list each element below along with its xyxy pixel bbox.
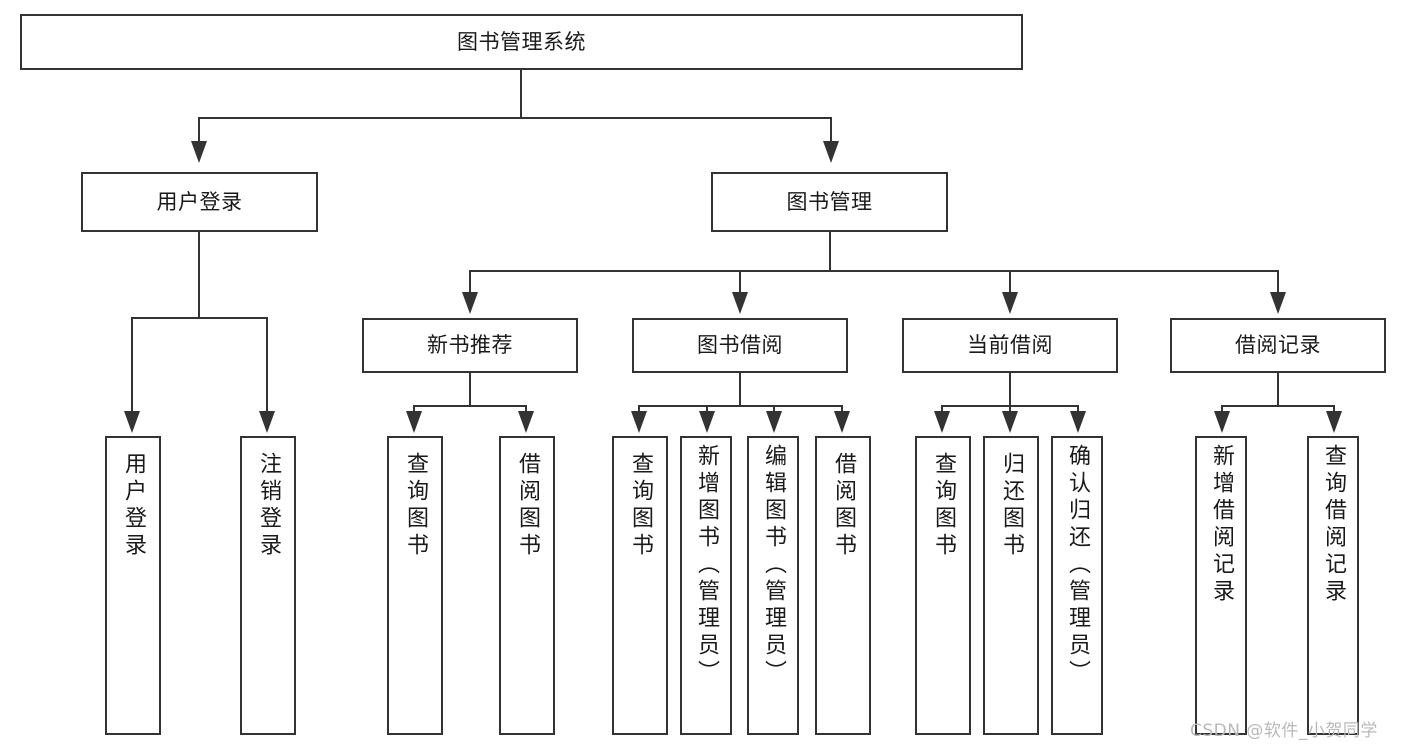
connector-bb-drop-2 bbox=[706, 405, 708, 413]
leaf-label: 查询图书 bbox=[931, 452, 956, 560]
leaf-label: 借阅图书 bbox=[831, 452, 856, 560]
connector-br-drop-1 bbox=[1221, 405, 1223, 413]
connector-book-borrow-stem bbox=[739, 373, 741, 406]
arrowhead-leaf-user-login bbox=[124, 411, 140, 433]
node-label: 图书借阅 bbox=[697, 333, 783, 358]
leaf-add-book[interactable]: 新增图书（管理员） bbox=[680, 436, 732, 735]
leaf-label: 新增图书（管理员） bbox=[694, 444, 719, 687]
leaf-label: 注销登录 bbox=[256, 452, 281, 560]
connector-book-management-bar bbox=[469, 270, 1279, 272]
leaf-label: 用户登录 bbox=[121, 452, 146, 560]
connector-new-book-left-drop bbox=[413, 405, 415, 413]
node-label: 图书管理系统 bbox=[457, 29, 586, 54]
node-book-management[interactable]: 图书管理 bbox=[711, 172, 948, 232]
leaf-label: 编辑图书（管理员） bbox=[761, 444, 786, 687]
arrowhead-new-book-recommend bbox=[462, 292, 478, 314]
leaf-label: 借阅图书 bbox=[515, 452, 540, 560]
arrowhead-leaf-query-book-2 bbox=[631, 411, 647, 433]
connector-user-login-left-drop bbox=[131, 317, 133, 413]
connector-user-login-right-drop bbox=[266, 317, 268, 413]
arrowhead-leaf-borrow-book-1 bbox=[518, 411, 534, 433]
node-borrow-record[interactable]: 借阅记录 bbox=[1170, 318, 1386, 373]
connector-bm-to-borrow-record bbox=[1277, 270, 1279, 294]
leaf-logout-login[interactable]: 注销登录 bbox=[240, 436, 296, 735]
arrowhead-leaf-edit-book bbox=[766, 411, 782, 433]
node-label: 新书推荐 bbox=[427, 333, 513, 358]
arrowhead-leaf-add-record bbox=[1214, 411, 1230, 433]
node-label: 借阅记录 bbox=[1235, 333, 1321, 358]
leaf-add-record[interactable]: 新增借阅记录 bbox=[1195, 436, 1247, 735]
arrowhead-borrow-record bbox=[1270, 292, 1286, 314]
connector-bm-to-new-book bbox=[469, 270, 471, 294]
leaf-edit-book[interactable]: 编辑图书（管理员） bbox=[747, 436, 799, 735]
leaf-label: 查询图书 bbox=[403, 452, 428, 560]
connector-cb-drop-2 bbox=[1009, 405, 1011, 413]
leaf-query-book-3[interactable]: 查询图书 bbox=[915, 436, 971, 735]
leaf-user-login[interactable]: 用户登录 bbox=[105, 436, 161, 735]
node-label: 当前借阅 bbox=[967, 333, 1053, 358]
node-label: 用户登录 bbox=[156, 189, 243, 214]
arrowhead-current-borrow bbox=[1002, 292, 1018, 314]
leaf-borrow-book-2[interactable]: 借阅图书 bbox=[815, 436, 871, 735]
connector-cb-drop-3 bbox=[1077, 405, 1079, 413]
leaf-label: 查询图书 bbox=[628, 452, 653, 560]
connector-new-book-bar bbox=[413, 405, 527, 407]
node-root-book-management-system[interactable]: 图书管理系统 bbox=[20, 14, 1023, 70]
leaf-label: 归还图书 bbox=[999, 452, 1024, 560]
leaf-confirm-return[interactable]: 确认归还（管理员） bbox=[1051, 436, 1103, 735]
arrowhead-root-to-user-login bbox=[191, 141, 207, 163]
arrowhead-book-borrow bbox=[732, 292, 748, 314]
connector-bm-to-current-borrow bbox=[1009, 270, 1011, 294]
connector-borrow-record-bar bbox=[1221, 405, 1335, 407]
arrowhead-leaf-add-book bbox=[699, 411, 715, 433]
connector-bb-drop-1 bbox=[638, 405, 640, 413]
connector-book-management-stem bbox=[829, 232, 831, 271]
connector-user-login-bar bbox=[131, 317, 268, 319]
connector-bb-drop-4 bbox=[841, 405, 843, 413]
leaf-query-record[interactable]: 查询借阅记录 bbox=[1307, 436, 1359, 735]
node-user-login[interactable]: 用户登录 bbox=[81, 172, 318, 232]
leaf-return-book[interactable]: 归还图书 bbox=[983, 436, 1039, 735]
connector-book-borrow-bar bbox=[638, 405, 843, 407]
connector-borrow-record-stem bbox=[1277, 373, 1279, 406]
connector-root-bar bbox=[198, 117, 832, 119]
connector-bb-drop-3 bbox=[773, 405, 775, 413]
arrowhead-root-to-book-management bbox=[823, 141, 839, 163]
node-current-borrow[interactable]: 当前借阅 bbox=[902, 318, 1118, 373]
connector-new-book-right-drop bbox=[525, 405, 527, 413]
leaf-query-book-1[interactable]: 查询图书 bbox=[387, 436, 443, 735]
arrowhead-leaf-borrow-book-2 bbox=[834, 411, 850, 433]
arrowhead-leaf-query-book-1 bbox=[406, 411, 422, 433]
connector-root-stem bbox=[520, 70, 522, 118]
arrowhead-leaf-confirm-return bbox=[1070, 411, 1086, 433]
connector-root-to-user-login bbox=[198, 117, 200, 143]
leaf-label: 确认归还（管理员） bbox=[1065, 444, 1090, 687]
arrowhead-leaf-query-book-3 bbox=[934, 411, 950, 433]
connector-bm-to-book-borrow bbox=[739, 270, 741, 294]
arrowhead-leaf-logout-login bbox=[259, 411, 275, 433]
connector-user-login-stem bbox=[198, 232, 200, 318]
connector-root-to-book-management bbox=[830, 117, 832, 143]
arrowhead-leaf-return-book bbox=[1002, 411, 1018, 433]
connector-br-drop-2 bbox=[1333, 405, 1335, 413]
arrowhead-leaf-query-record bbox=[1326, 411, 1342, 433]
csdn-watermark: CSDN @软件_小贺同学 bbox=[1190, 721, 1378, 741]
connector-new-book-stem bbox=[469, 373, 471, 406]
connector-cb-drop-1 bbox=[941, 405, 943, 413]
leaf-borrow-book-1[interactable]: 借阅图书 bbox=[499, 436, 555, 735]
connector-current-borrow-stem bbox=[1009, 373, 1011, 406]
leaf-query-book-2[interactable]: 查询图书 bbox=[612, 436, 668, 735]
node-new-book-recommend[interactable]: 新书推荐 bbox=[362, 318, 578, 373]
node-label: 图书管理 bbox=[786, 189, 873, 214]
node-book-borrow[interactable]: 图书借阅 bbox=[632, 318, 848, 373]
leaf-label: 查询借阅记录 bbox=[1321, 444, 1346, 606]
leaf-label: 新增借阅记录 bbox=[1209, 444, 1234, 606]
